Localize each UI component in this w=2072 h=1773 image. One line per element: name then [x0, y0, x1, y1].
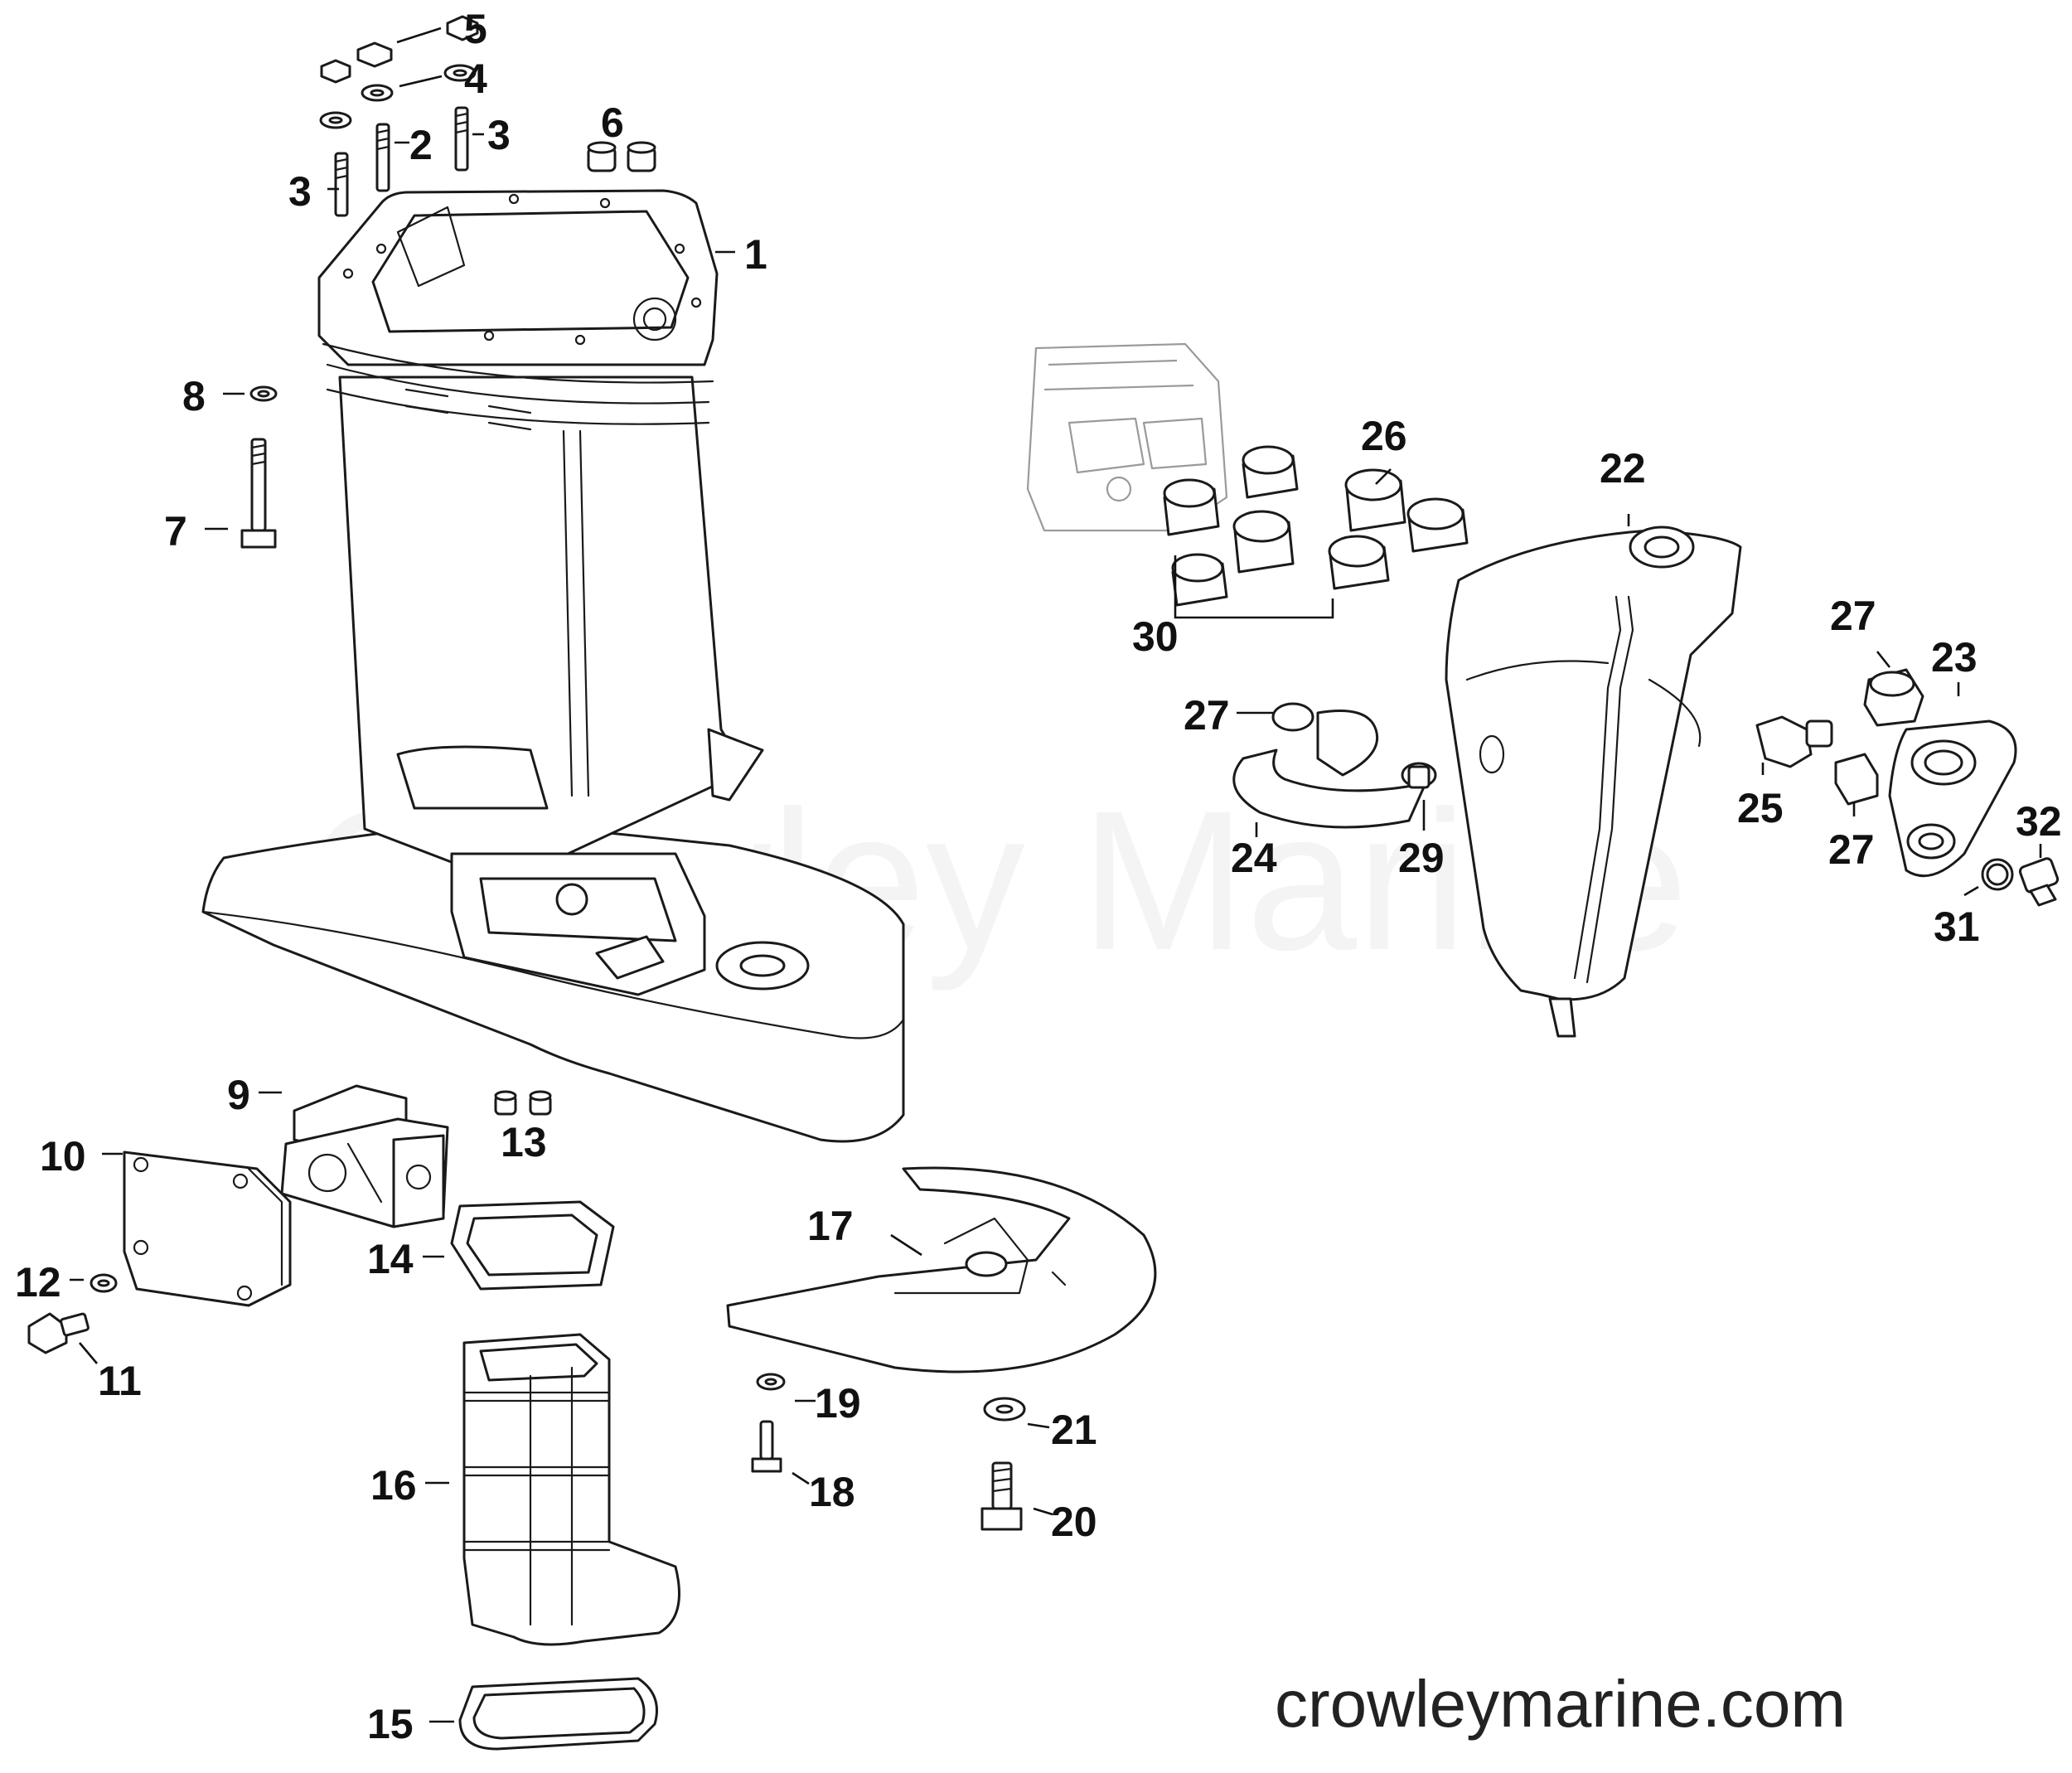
bolt-and-washer-7-8 [240, 385, 278, 549]
callout-32: 32 [2016, 798, 2062, 845]
rear-fittings [1755, 668, 2060, 907]
callout-22: 22 [1600, 445, 1646, 492]
callout-1: 1 [744, 231, 767, 278]
callout-15: 15 [367, 1701, 414, 1747]
callout-3-right: 3 [487, 112, 511, 158]
callout-3-left: 3 [288, 168, 312, 215]
callout-28: 27 [1830, 593, 1876, 639]
callout-2: 2 [409, 122, 433, 168]
callout-20: 20 [1051, 1499, 1097, 1545]
callout-13: 13 [501, 1119, 547, 1165]
exhaust-tube-16 [462, 1333, 680, 1646]
hose-24 [1232, 702, 1437, 829]
mount-block-9 [280, 1084, 449, 1228]
callout-19: 19 [815, 1380, 861, 1427]
callout-26: 26 [1361, 413, 1407, 459]
callout-5: 5 [464, 6, 487, 52]
callout-30: 30 [1132, 613, 1179, 660]
callout-27-right: 27 [1828, 826, 1875, 873]
callout-11: 11 [98, 1358, 142, 1404]
callout-17: 17 [807, 1203, 854, 1249]
callout-10: 10 [40, 1133, 86, 1180]
callout-labels: 5 4 2 3 3 6 1 8 7 9 10 12 11 13 14 16 15… [15, 6, 2062, 1747]
callout-7: 7 [164, 508, 187, 555]
dowels-13 [494, 1090, 552, 1116]
clamps-26-30 [1163, 445, 1469, 607]
gasket-15 [458, 1677, 658, 1751]
website-url: crowleymarine.com [1275, 1667, 1846, 1741]
callout-18: 18 [809, 1469, 855, 1515]
callout-12: 12 [15, 1259, 61, 1306]
callout-27-left: 27 [1184, 692, 1230, 739]
callout-14: 14 [367, 1236, 414, 1282]
callout-23: 23 [1931, 634, 1978, 681]
callout-4: 4 [464, 56, 487, 102]
callout-16: 16 [370, 1462, 417, 1509]
exhaust-housing [201, 189, 905, 1143]
muffler-housing-22 [1445, 526, 1742, 1038]
cover-plate-10 [27, 1151, 292, 1354]
callout-25: 25 [1737, 785, 1784, 831]
screws-18-21 [751, 1373, 1026, 1531]
gasket-14 [450, 1200, 615, 1291]
callout-21: 21 [1051, 1407, 1097, 1453]
callout-8: 8 [182, 373, 206, 419]
callout-29: 29 [1398, 835, 1445, 881]
callout-9: 9 [227, 1072, 250, 1118]
top-fasteners [319, 15, 656, 217]
plate-17 [726, 1166, 1157, 1373]
callout-24: 24 [1231, 835, 1277, 881]
leader-lines [70, 27, 2042, 1723]
callout-6: 6 [601, 99, 624, 146]
callout-31: 31 [1934, 903, 1980, 950]
